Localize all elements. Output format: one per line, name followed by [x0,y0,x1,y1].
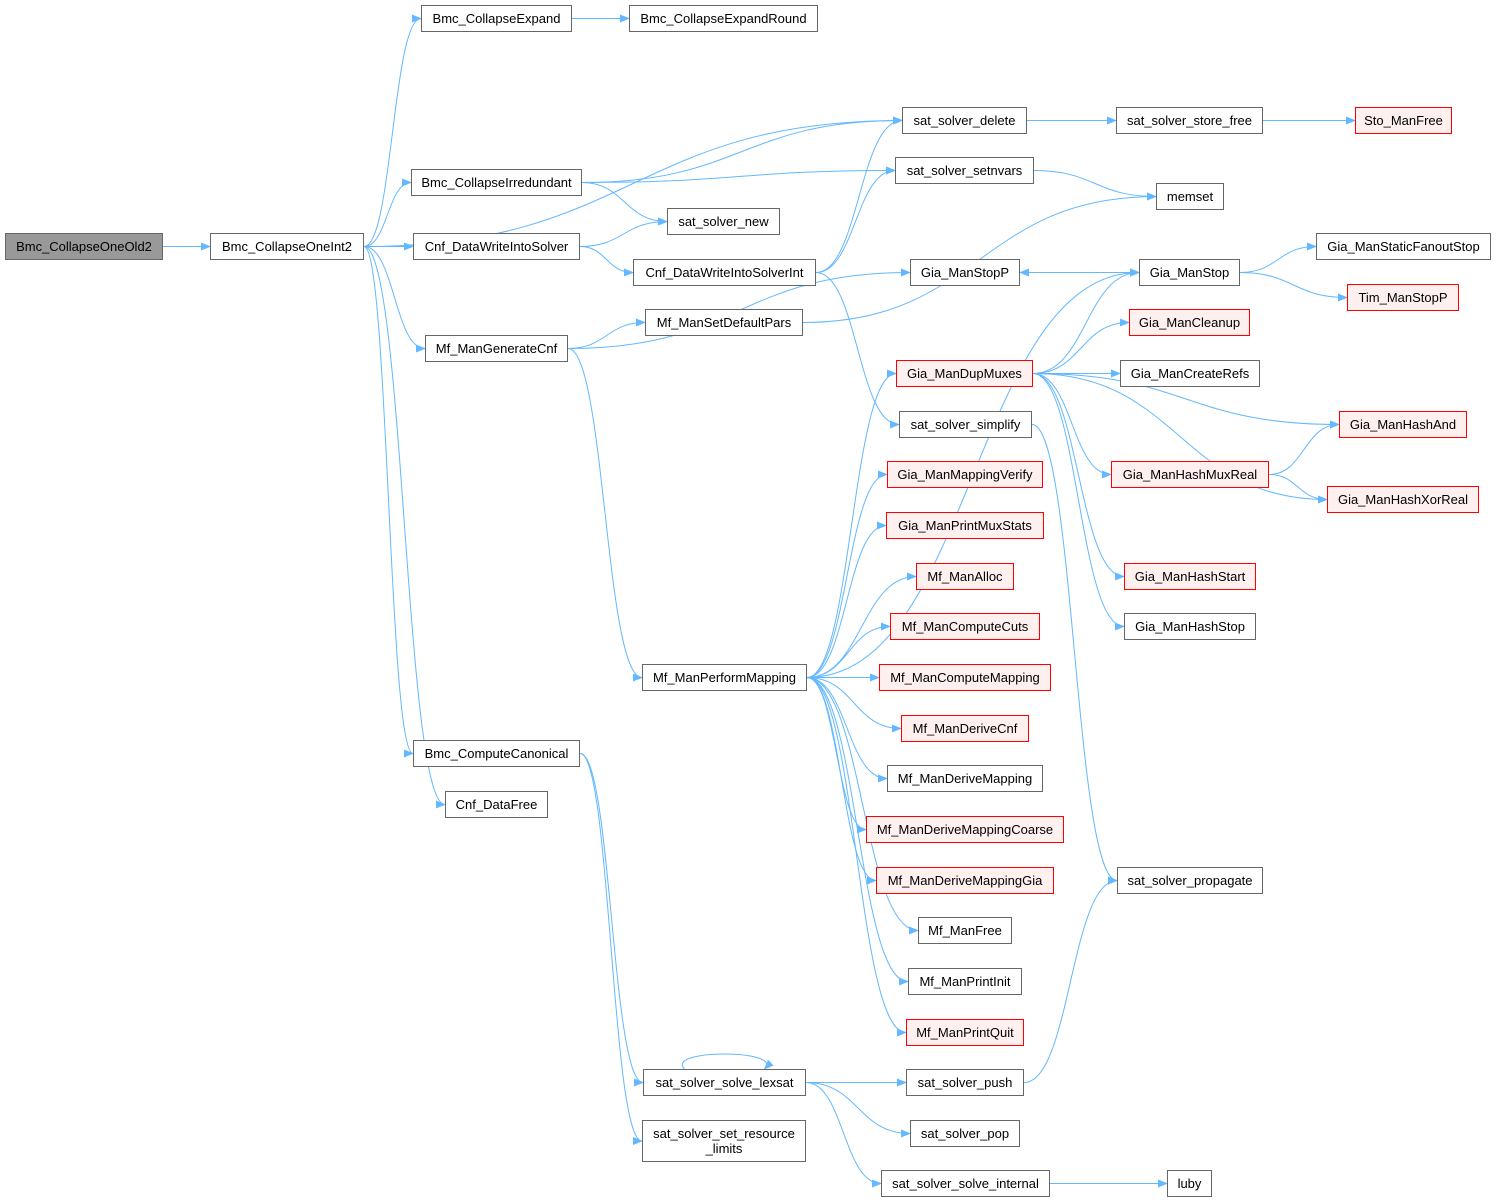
edge-n20-n25 [1032,373,1112,479]
edge-n45-n39 [1023,876,1118,1083]
graph-node-sat-solver-propagate[interactable]: sat_solver_propagate [1117,867,1263,894]
graph-node-gia-mandupmuxes[interactable]: Gia_ManDupMuxes [896,360,1033,387]
edge-n1-n7 [363,178,412,247]
graph-node-gia-manhashxorreal[interactable]: Gia_ManHashXorReal [1327,486,1479,513]
graph-node-mf-manderivemappingcoarse[interactable]: Mf_ManDeriveMappingCoarse [866,816,1064,843]
edge-n20-n26 [1032,373,1328,504]
edge-n20-n29 [1032,373,1125,581]
edge-n44-n44 [681,1053,774,1070]
edge-n32-n41 [806,677,919,935]
graph-node-gia-manstaticfanoutstop[interactable]: Gia_ManStaticFanoutStop [1316,233,1491,260]
graph-node-gia-mancleanup[interactable]: Gia_ManCleanup [1129,309,1250,336]
graph-node-mf-manderivecnf[interactable]: Mf_ManDeriveCnf [901,715,1029,742]
graph-node-gia-manhashmuxreal[interactable]: Gia_ManHashMuxReal [1111,461,1269,488]
graph-node-gia-manhashand[interactable]: Gia_ManHashAnd [1339,411,1467,438]
graph-node-sat-solver-pop[interactable]: sat_solver_pop [910,1120,1020,1147]
edge-n34-n46 [579,753,643,1145]
graph-node-gia-manmappingverify[interactable]: Gia_ManMappingVerify [887,461,1043,488]
graph-node-sat-solver-push[interactable]: sat_solver_push [906,1069,1024,1096]
edge-n7-n4 [581,116,903,183]
edge-n22-n39 [1031,424,1118,885]
edge-n1-n18 [363,246,426,353]
edge-n1-n2 [363,14,422,247]
edge-n32-n20 [806,369,897,678]
edge-n12-n8 [815,166,896,273]
graph-node-cnf-datafree[interactable]: Cnf_DataFree [445,791,548,818]
edge-n32-n36 [806,677,888,783]
edge-n32-n24 [806,470,888,678]
edge-n32-n43 [806,677,907,1037]
edge-n7-n8 [581,166,896,183]
graph-node-gia-manstop[interactable]: Gia_ManStop [1139,259,1240,286]
edge-n32-n30 [806,622,891,678]
graph-node-mf-manfree[interactable]: Mf_ManFree [918,917,1012,944]
graph-node-mf-manperformmapping[interactable]: Mf_ManPerformMapping [642,664,807,691]
graph-node-sto-manfree[interactable]: Sto_ManFree [1355,107,1452,134]
edge-n25-n23 [1268,420,1340,475]
graph-node-cnf-datawriteintosolverint[interactable]: Cnf_DataWriteIntoSolverInt [633,259,816,286]
edge-n1-n37 [363,246,446,809]
edge-n12-n4 [815,116,903,273]
graph-node-sat-solver-solve-internal[interactable]: sat_solver_solve_internal [881,1170,1050,1197]
edge-n12-n22 [815,272,900,429]
edge-n7-n10 [581,182,668,226]
edge-n32-n27 [806,521,887,678]
edge-n20-n19 [1032,318,1130,374]
graph-node-gia-manprintmuxstats[interactable]: Gia_ManPrintMuxStats [886,512,1044,539]
graph-node-gia-manhashstart[interactable]: Gia_ManHashStart [1124,563,1256,590]
graph-node-bmc-collapseexpandround[interactable]: Bmc_CollapseExpandRound [629,5,818,32]
graph-node-sat-solver-solve-lexsat[interactable]: sat_solver_solve_lexsat [643,1069,806,1096]
graph-node-sat-solver-simplify[interactable]: sat_solver_simplify [899,411,1032,438]
graph-node-cnf-datawriteintosolver[interactable]: Cnf_DataWriteIntoSolver [413,233,580,260]
graph-node-memset[interactable]: memset [1156,183,1224,210]
edge-n20-n15 [1032,268,1140,374]
graph-node-gia-mancreaterefs[interactable]: Gia_ManCreateRefs [1120,360,1260,387]
edge-n11-n10 [579,217,668,247]
graph-node-gia-manhashstop[interactable]: Gia_ManHashStop [1124,613,1256,640]
edge-n20-n23 [1032,373,1340,429]
graph-node-sat-solver-new[interactable]: sat_solver_new [667,208,780,235]
graph-node-bmc-collapseexpand[interactable]: Bmc_CollapseExpand [421,5,572,32]
edge-n15-n16 [1239,272,1348,302]
graph-node-mf-manprintquit[interactable]: Mf_ManPrintQuit [906,1019,1024,1046]
graph-node-tim-manstopp[interactable]: Tim_ManStopP [1347,284,1459,311]
graph-node-bmc-computecanonical[interactable]: Bmc_ComputeCanonical [413,740,580,767]
graph-node-bmc-collapseoneint2[interactable]: Bmc_CollapseOneInt2 [210,233,364,260]
edge-n18-n17 [567,318,646,349]
graph-node-bmc-collapseoneold2: Bmc_CollapseOneOld2 [5,233,163,260]
edge-n32-n40 [806,677,877,885]
graph-node-mf-manderivemappinggia[interactable]: Mf_ManDeriveMappingGia [876,867,1054,894]
edge-n1-n34 [363,246,414,758]
graph-node-mf-manprintinit[interactable]: Mf_ManPrintInit [908,968,1022,995]
edge-n34-n44 [579,753,644,1087]
edge-n32-n42 [806,677,909,986]
graph-node-mf-mancomputecuts[interactable]: Mf_ManComputeCuts [890,613,1040,640]
edge-n18-n32 [567,348,643,682]
graph-node-mf-manderivemapping[interactable]: Mf_ManDeriveMapping [887,765,1043,792]
edge-n15-n13 [1239,242,1317,273]
graph-node-mf-mansetdefaultpars[interactable]: Mf_ManSetDefaultPars [645,309,803,336]
graph-node-sat-solver-set-resource-limits[interactable]: sat_solver_set_resource _limits [642,1120,806,1162]
graph-node-mf-mangeneratecnf[interactable]: Mf_ManGenerateCnf [425,335,568,362]
graph-node-mf-mancomputemapping[interactable]: Mf_ManComputeMapping [879,664,1051,691]
edge-n32-n35 [806,677,902,733]
graph-node-luby[interactable]: luby [1167,1170,1212,1197]
graph-node-sat-solver-store-free[interactable]: sat_solver_store_free [1116,107,1263,134]
edge-n25-n26 [1268,474,1328,504]
edge-n44-n47 [805,1082,911,1138]
edge-n8-n9 [1033,170,1157,201]
edge-n44-n48 [805,1082,882,1188]
graph-node-sat-solver-delete[interactable]: sat_solver_delete [902,107,1027,134]
edge-n20-n31 [1032,373,1125,631]
graph-node-bmc-collapseirredundant[interactable]: Bmc_CollapseIrredundant [411,169,582,196]
graph-node-gia-manstopp[interactable]: Gia_ManStopP [910,259,1020,286]
graph-node-sat-solver-setnvars[interactable]: sat_solver_setnvars [895,157,1034,184]
graph-node-mf-manalloc[interactable]: Mf_ManAlloc [916,563,1014,590]
edge-n11-n12 [579,246,634,277]
